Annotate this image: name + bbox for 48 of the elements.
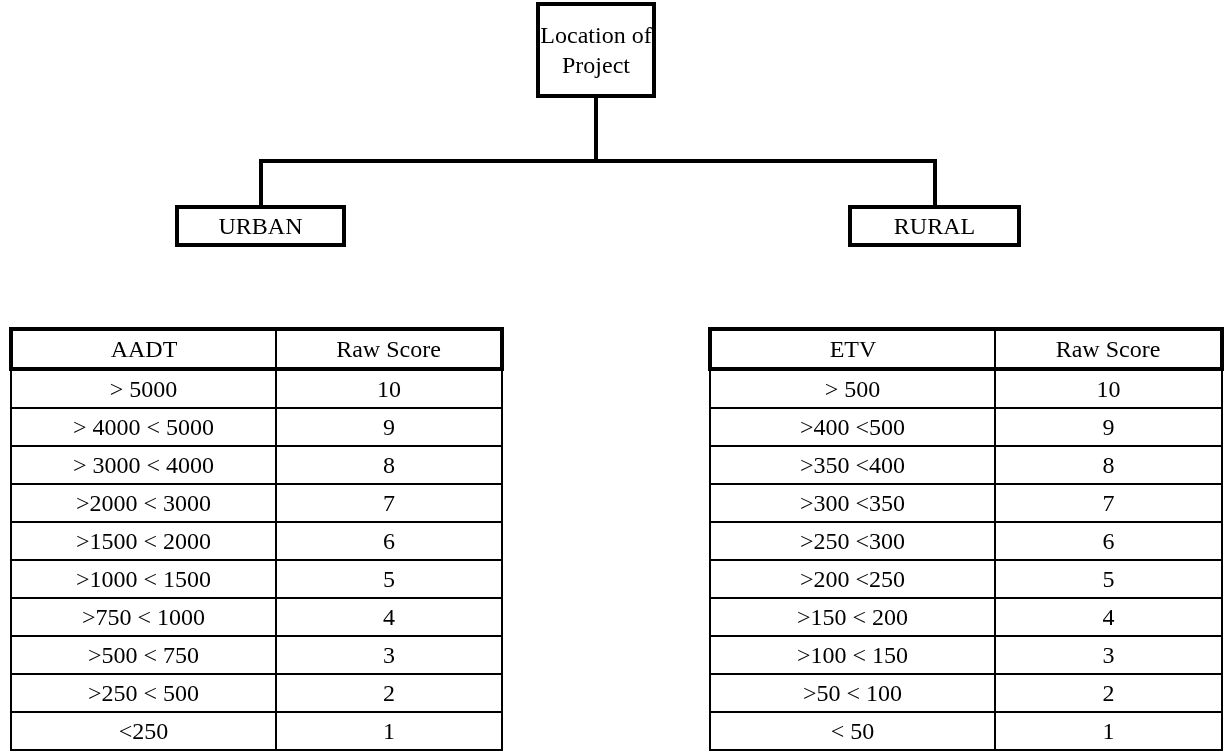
table-cell: >350 <400: [710, 446, 995, 484]
table-cell: > 3000 < 4000: [11, 446, 276, 484]
table-cell: 4: [995, 598, 1222, 636]
table-cell: 6: [995, 522, 1222, 560]
column-header: Raw Score: [995, 329, 1222, 369]
table-cell: 3: [276, 636, 502, 674]
table-cell: > 500: [710, 369, 995, 408]
table-cell: >500 < 750: [11, 636, 276, 674]
table-cell: 4: [276, 598, 502, 636]
table-cell: 10: [276, 369, 502, 408]
table-cell: >200 <250: [710, 560, 995, 598]
table-cell: 3: [995, 636, 1222, 674]
table-cell: < 50: [710, 712, 995, 750]
table-cell: 9: [276, 408, 502, 446]
process-box: Location of Project: [536, 2, 656, 98]
column-header: ETV: [710, 329, 995, 369]
table-cell: >250 <300: [710, 522, 995, 560]
table-cell: >250 < 500: [11, 674, 276, 712]
table-cell: >150 < 200: [710, 598, 995, 636]
process-box: URBAN: [175, 205, 346, 247]
column-header: Raw Score: [276, 329, 502, 369]
table-cell: 1: [276, 712, 502, 750]
table-cell: >2000 < 3000: [11, 484, 276, 522]
table-cell: 2: [276, 674, 502, 712]
table-cell: >1500 < 2000: [11, 522, 276, 560]
table-cell: 10: [995, 369, 1222, 408]
table-cell: >50 < 100: [710, 674, 995, 712]
table-cell: >100 < 150: [710, 636, 995, 674]
table-cell: 5: [995, 560, 1222, 598]
connector-line: [594, 98, 937, 205]
table-cell: > 5000: [11, 369, 276, 408]
table-cell: 2: [995, 674, 1222, 712]
table-cell: 6: [276, 522, 502, 560]
table-cell: 7: [995, 484, 1222, 522]
table-cell: 8: [995, 446, 1222, 484]
table-cell: 7: [276, 484, 502, 522]
table-cell: >1000 < 1500: [11, 560, 276, 598]
table-cell: 9: [995, 408, 1222, 446]
table-cell: >750 < 1000: [11, 598, 276, 636]
process-box: RURAL: [848, 205, 1021, 247]
table-cell: > 4000 < 5000: [11, 408, 276, 446]
column-header: AADT: [11, 329, 276, 369]
table-cell: 1: [995, 712, 1222, 750]
table-cell: <250: [11, 712, 276, 750]
table-cell: 5: [276, 560, 502, 598]
table-cell: >300 <350: [710, 484, 995, 522]
table-cell: >400 <500: [710, 408, 995, 446]
table-cell: 8: [276, 446, 502, 484]
